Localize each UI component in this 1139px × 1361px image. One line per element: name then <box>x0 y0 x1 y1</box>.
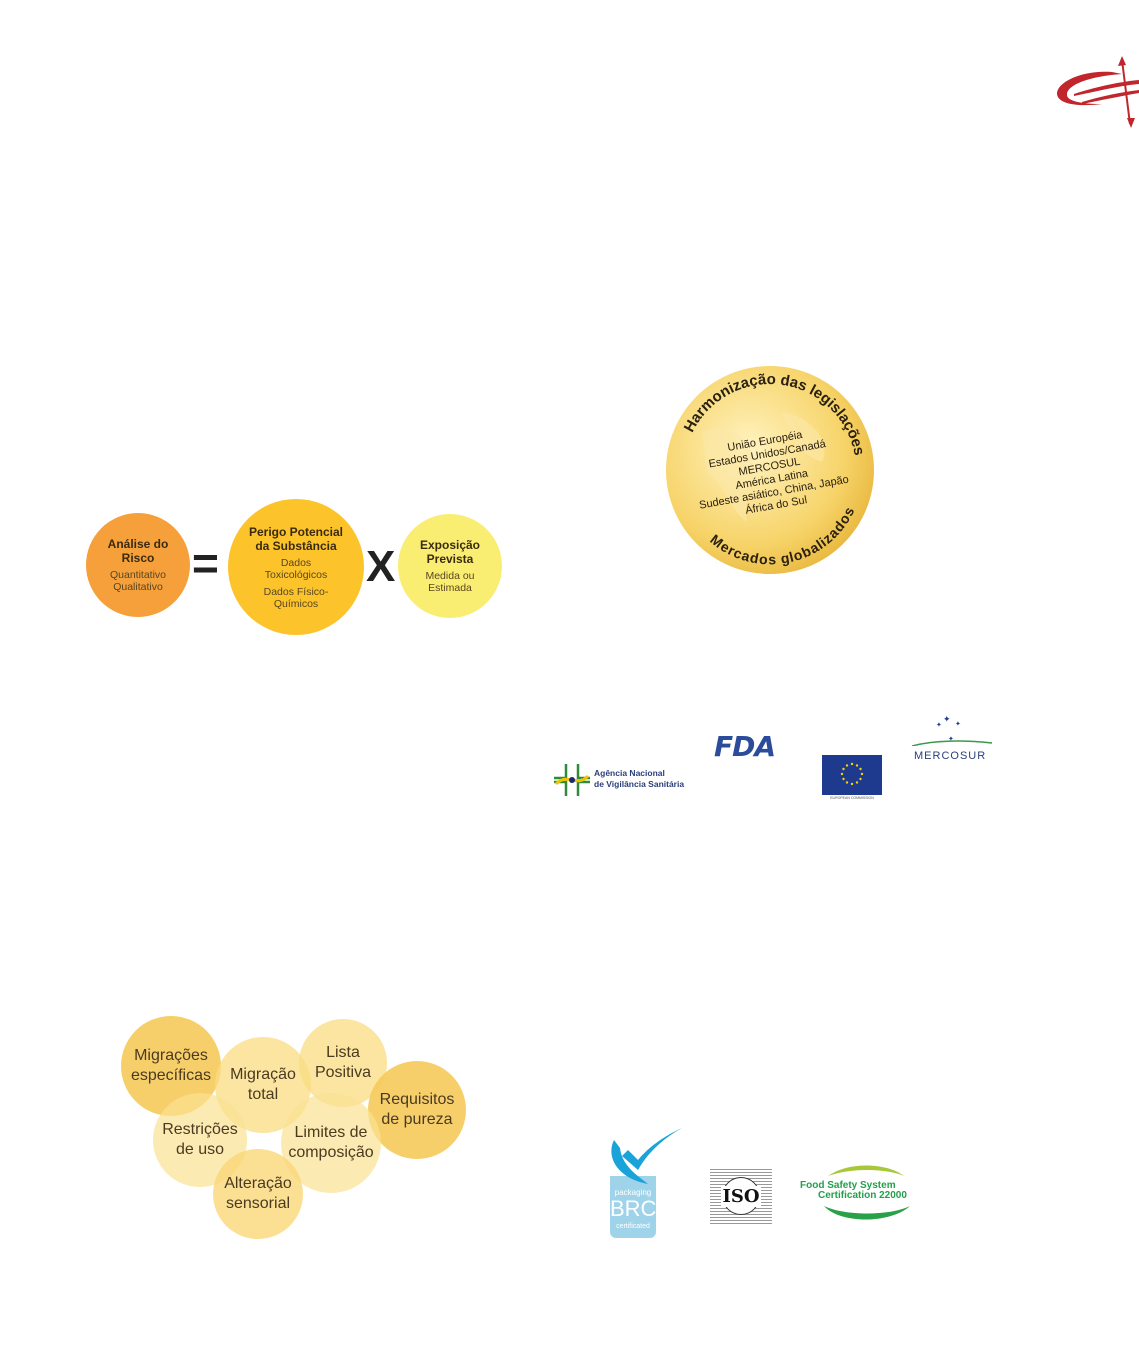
iso-text: ISO <box>721 1185 761 1207</box>
mercosur-stars-icon: ✦✦✦✦ <box>911 714 993 746</box>
fssc-logo: Food Safety System Certification 22000 <box>800 1162 932 1222</box>
fssc-text: Certification 22000 <box>818 1190 907 1201</box>
brc-logo: packaging BRC certificated <box>608 1126 684 1240</box>
exposure-title: Exposição Prevista <box>419 538 481 566</box>
anvisa-name: Agência Nacional <box>594 768 665 778</box>
hazard-title: Perigo Potencial da Substância <box>248 524 344 553</box>
svg-text:✦: ✦ <box>955 720 961 728</box>
svg-text:✦: ✦ <box>948 735 954 743</box>
equals-sign: = <box>192 537 219 589</box>
brc-bottom: certificated <box>616 1223 650 1230</box>
anvisa-name: de Vigilância Sanitária <box>594 779 685 789</box>
exposure-circle: Exposição Prevista Medida ou Estimada <box>398 514 502 618</box>
brc-main: BRC <box>610 1196 657 1221</box>
requirement-label: Migrações específicas <box>130 1047 212 1084</box>
fssc-arcs-icon <box>824 1165 910 1220</box>
requirement-circle: Alteração sensorial <box>213 1149 303 1239</box>
requirement-label: Migração total <box>230 1066 296 1103</box>
globe-diagram: Harmonização das legislações Mercados gl… <box>666 362 877 578</box>
times-sign: X <box>366 542 396 591</box>
eu-stars-icon <box>840 762 864 786</box>
anvisa-icon <box>554 764 590 796</box>
requirement-label: Restrições de uso <box>162 1121 238 1158</box>
mercosur-text: MERCOSUR <box>914 750 987 762</box>
mercosur-logo: ✦✦✦✦ MERCOSUR <box>910 710 994 770</box>
requirement-circle: Limites de composição <box>281 1093 381 1193</box>
eu-flag <box>822 755 882 795</box>
hazard-line: Dados Toxicológicos <box>264 556 328 581</box>
hazard-circle: Perigo Potencial da Substância Dados Tox… <box>228 499 364 635</box>
eu-caption: EUROPEAN COMMISSION <box>830 796 874 800</box>
risk-line: Qualitativo <box>113 581 163 593</box>
exposure-line: Medida ou Estimada <box>425 570 475 594</box>
risk-title: Análise do Risco <box>107 537 169 565</box>
svg-text:✦: ✦ <box>943 714 951 724</box>
anvisa-logo: Agência Nacional de Vigilância Sanitária <box>552 762 702 798</box>
requirement-circle: Requisitos de pureza <box>368 1061 466 1159</box>
checkmark-icon <box>611 1128 682 1184</box>
requirement-label: Limites de composição <box>288 1124 374 1161</box>
requirement-label: Lista Positiva <box>314 1044 372 1081</box>
requirement-label: Requisitos de pureza <box>379 1091 455 1128</box>
iso-logo: ISO <box>710 1167 772 1225</box>
fssc-text: Food Safety System <box>800 1180 896 1191</box>
svg-text:✦: ✦ <box>936 721 942 729</box>
risk-analysis-circle: Análise do Risco Quantitativo Qualitativ… <box>86 513 190 617</box>
brc-top: packaging <box>614 1188 652 1197</box>
hazard-line: Dados Físico-Químicos <box>263 585 329 610</box>
risk-line: Quantitativo <box>109 569 167 581</box>
fda-logo: FDA <box>714 730 776 763</box>
requirement-label: Alteração sensorial <box>224 1175 292 1212</box>
company-logo <box>1057 56 1139 128</box>
